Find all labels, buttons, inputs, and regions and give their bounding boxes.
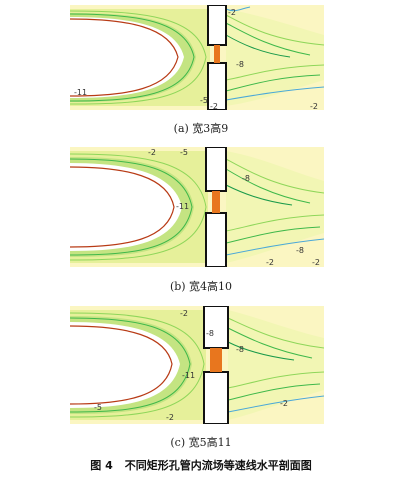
contour-label-a-5: -2 xyxy=(210,102,218,110)
contour-label-a-6: -2 xyxy=(310,102,318,110)
wall-upper xyxy=(205,147,227,192)
contour-band-core xyxy=(70,322,180,408)
contour-label-a-4: -8 xyxy=(236,60,244,69)
contour-label-c-3: -11 xyxy=(182,371,195,380)
panel-c: -2 -8 -11 -8 -5 -2 -2 xyxy=(70,306,324,424)
contour-line-right-3 xyxy=(225,34,291,58)
contour-band-right xyxy=(228,310,324,420)
contour-line-right-1 xyxy=(227,317,324,349)
contour-label-c-4: -8 xyxy=(236,345,244,354)
hole-jet xyxy=(214,45,220,63)
contour-label-b-5: -2 xyxy=(266,258,274,267)
contour-label-b-3: -11 xyxy=(176,202,189,211)
contour-line-right-2 xyxy=(225,22,311,56)
contour-band-right xyxy=(226,151,324,263)
contour-line-minus8 xyxy=(70,13,195,102)
contour-label-a-1: -11 xyxy=(74,88,87,97)
contour-label-c-6: -2 xyxy=(166,413,174,422)
contour-label-c-7: -2 xyxy=(280,399,288,408)
contour-line-minus5 xyxy=(70,10,207,105)
contour-plot-b: -2 -5 -11 -8 -2 -8 -2 xyxy=(70,147,324,267)
contour-line-right-5 xyxy=(227,383,321,401)
figure-number: 图 4 xyxy=(90,459,113,472)
wall-lower xyxy=(203,371,229,424)
contour-line-right-4 xyxy=(225,64,324,81)
contour-label-c-1: -2 xyxy=(180,309,188,318)
contour-line-right-4 xyxy=(227,371,324,389)
contour-band-core xyxy=(70,17,184,98)
panel-caption-c: (c) 宽5高11 xyxy=(170,436,232,449)
panel-caption-b: (b) 宽4高10 xyxy=(169,280,233,293)
hole-jet xyxy=(210,348,222,372)
contour-line-right-5 xyxy=(225,74,321,92)
contour-label-b-6: -8 xyxy=(296,246,304,255)
figure-caption: 图 4 不同矩形孔管内流场等速线水平剖面图 xyxy=(0,457,402,473)
contour-line-right-1 xyxy=(225,158,324,194)
contour-line-minus8 xyxy=(70,317,191,413)
contour-line-right-6 xyxy=(227,395,324,413)
contour-label-c-2: -8 xyxy=(206,329,214,338)
contour-line-minus11 xyxy=(70,325,173,405)
contour-line-minus8 xyxy=(70,158,193,256)
contour-plot-a: -11 -2 -5 -8 -2 -2 xyxy=(70,5,324,110)
contour-line-minus11 xyxy=(70,18,179,97)
contour-line-right-2 xyxy=(227,327,313,359)
wall-upper xyxy=(207,5,227,46)
panel-b: -2 -5 -11 -8 -2 -8 -2 xyxy=(70,147,324,267)
contour-line-right-3 xyxy=(225,184,293,206)
figure-title: 不同矩形孔管内流场等速线水平剖面图 xyxy=(124,459,312,472)
wall-upper xyxy=(203,306,229,349)
contour-line-right-5 xyxy=(225,226,321,244)
contour-line-right-4 xyxy=(225,214,324,232)
contour-line-minus11 xyxy=(70,166,175,248)
contour-line-minus5 xyxy=(70,312,205,418)
contour-band-core xyxy=(70,163,182,251)
contour-label-b-4: -8 xyxy=(242,174,250,183)
contour-line-right-6 xyxy=(225,86,324,101)
contour-label-b-1: -2 xyxy=(148,148,156,157)
contour-line-right-6 xyxy=(225,238,324,256)
contour-label-b-7: -2 xyxy=(312,258,320,267)
contour-band-right xyxy=(226,9,324,106)
contour-label-b-2: -5 xyxy=(180,148,188,157)
contour-label-a-3: -5 xyxy=(200,96,208,105)
contour-label-c-5: -5 xyxy=(94,403,102,412)
contour-line-right-3 xyxy=(227,341,295,361)
hole-jet xyxy=(212,191,220,213)
contour-line-right-2 xyxy=(225,168,311,204)
contour-line-minus5 xyxy=(70,153,207,261)
contour-line-right-1 xyxy=(225,14,324,46)
panel-caption-a: (a) 宽3高9 xyxy=(173,122,229,135)
contour-line-right-7 xyxy=(225,6,251,12)
contour-plot-c: -2 -8 -11 -8 -5 -2 -2 xyxy=(70,306,324,424)
panel-a: -11 -2 -5 -8 -2 -2 xyxy=(70,5,324,110)
wall-lower xyxy=(205,212,227,267)
contour-label-a-2: -2 xyxy=(228,8,236,17)
